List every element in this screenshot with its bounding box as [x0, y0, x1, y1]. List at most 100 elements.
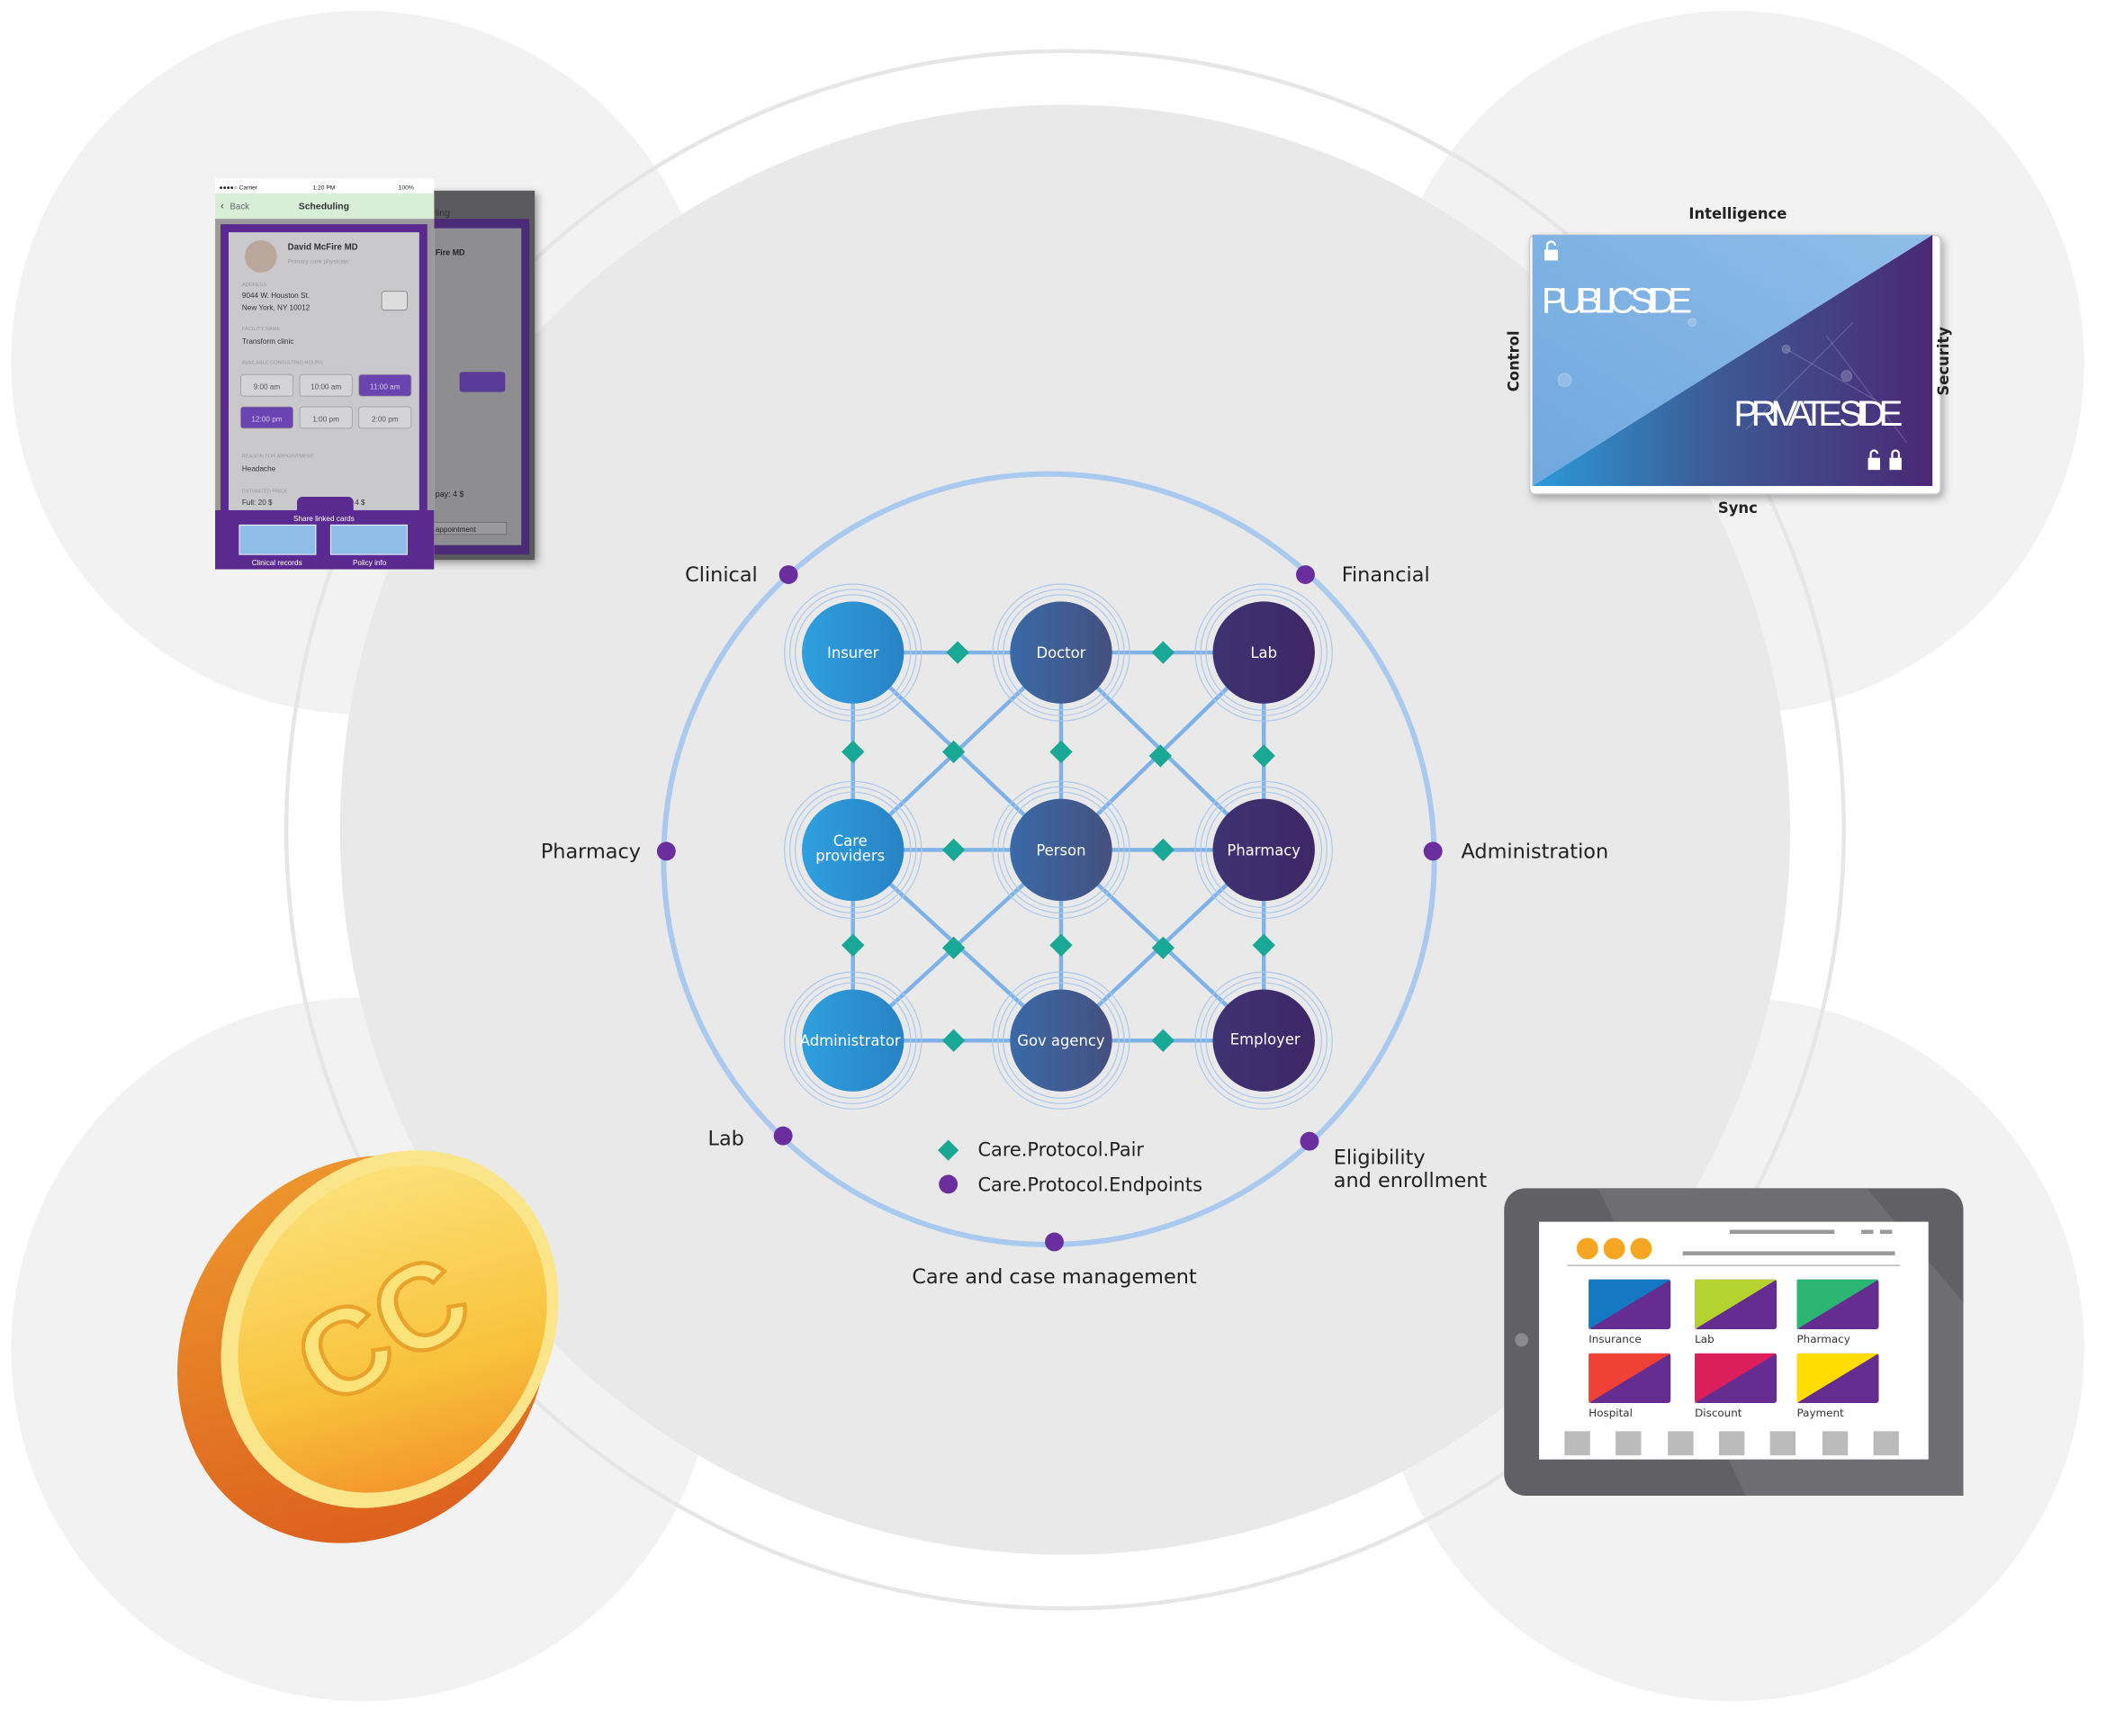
- node-halo: [788, 976, 917, 1104]
- tile-discount[interactable]: Discount: [1695, 1353, 1778, 1419]
- time-slot-label: 2:00 pm: [372, 415, 399, 423]
- policy-info-card[interactable]: Policy info: [329, 524, 408, 567]
- node-halo: [992, 971, 1130, 1110]
- endpoints: [656, 565, 1443, 1252]
- tablet-footer: [1564, 1431, 1899, 1456]
- price-pay: 4 $: [355, 499, 365, 507]
- status-battery: 100%: [399, 184, 414, 191]
- node-label: Lab: [1250, 644, 1277, 661]
- doctor-name: David McFire MD: [288, 242, 358, 252]
- pair-diamond: [1252, 933, 1275, 957]
- endpoint-administration: Administration: [1462, 840, 1609, 863]
- node-insurer[interactable]: Insurer: [784, 583, 922, 722]
- node-administrator[interactable]: Administrator: [784, 971, 922, 1110]
- node-halo: [992, 583, 1130, 722]
- phone-mockup: ling Fire MD pay: 4 $ appointment ●●●●○ …: [215, 178, 536, 570]
- chevron-left-icon: ‹: [220, 200, 224, 212]
- node-label: Person: [1036, 841, 1085, 859]
- time-slot[interactable]: 1:00 pm: [299, 406, 353, 429]
- node-halo: [1003, 791, 1120, 909]
- identity-card: PUBLIC SIDE PRIVATE SIDE Intelligence Sy…: [1506, 205, 1952, 517]
- clinical-records-card[interactable]: Clinical records: [238, 524, 317, 567]
- node-doctor[interactable]: Doctor: [992, 583, 1130, 722]
- node-label: Gov agency: [1017, 1032, 1105, 1049]
- node-halo: [794, 982, 912, 1099]
- node-halo: [1200, 976, 1328, 1104]
- time-slot[interactable]: 9:00 am: [240, 373, 293, 397]
- node-halo: [784, 780, 922, 920]
- node-gov-agency[interactable]: Gov agency: [992, 971, 1130, 1110]
- pair-diamond: [1151, 641, 1174, 664]
- node-halo: [1200, 589, 1328, 716]
- pair-diamond: [1049, 933, 1073, 957]
- legend-diamond-icon: [938, 1139, 959, 1161]
- endpoint-clinical: Clinical: [685, 563, 758, 587]
- endpoint-enrollment: and enrollment: [1334, 1169, 1488, 1192]
- status-time: 1:20 PM: [312, 184, 335, 191]
- back-button[interactable]: ‹ Back: [220, 200, 249, 212]
- node-label: Administrator: [800, 1032, 901, 1049]
- coin-icon: CC: [177, 1150, 559, 1543]
- tile-label: Pharmacy: [1797, 1333, 1850, 1345]
- unlock-icon: [1544, 240, 1558, 261]
- endpoint-dot: [1045, 1232, 1064, 1252]
- node-employer[interactable]: Employer: [1194, 971, 1333, 1110]
- card-label-sync: Sync: [1718, 499, 1758, 517]
- tile-lab[interactable]: Lab: [1695, 1279, 1778, 1345]
- endpoint-lab: Lab: [708, 1128, 744, 1151]
- pair-diamond: [1049, 740, 1073, 764]
- back-pay: pay: 4 $: [436, 490, 464, 499]
- endpoint-dot: [656, 841, 676, 861]
- node-pharmacy[interactable]: Pharmacy: [1194, 780, 1333, 920]
- node-halo: [1205, 791, 1322, 909]
- node-halo: [992, 780, 1130, 920]
- endpoint-dot: [1300, 1131, 1319, 1151]
- node-halo: [1194, 780, 1333, 920]
- reason-label: REASON FOR APPOINTMENT: [242, 454, 314, 460]
- status-carrier: ●●●●○ Carrier: [220, 184, 258, 191]
- pair-diamond: [941, 740, 966, 764]
- pair-diamond: [842, 740, 865, 764]
- back-appointment: appointment: [436, 526, 477, 534]
- tile-hospital[interactable]: Hospital: [1588, 1353, 1671, 1419]
- map-pin-icon[interactable]: [381, 291, 408, 311]
- endpoint-care-management: Care and case management: [912, 1265, 1197, 1289]
- tile-payment[interactable]: Payment: [1796, 1353, 1879, 1419]
- tile-pharmacy[interactable]: Pharmacy: [1796, 1279, 1879, 1345]
- address-line1: 9044 W. Houston St.: [242, 292, 310, 300]
- pair-diamond: [1151, 936, 1174, 959]
- back-title: ling: [436, 209, 450, 219]
- screen-title: Scheduling: [299, 202, 349, 212]
- node-halo: [1003, 982, 1120, 1099]
- share-linked-cards: Share linked cards: [293, 515, 355, 523]
- endpoint-eligibility: Eligibility: [1334, 1146, 1426, 1169]
- node-label: Employer: [1230, 1031, 1300, 1048]
- home-button[interactable]: [1515, 1333, 1529, 1347]
- card-label: Policy info: [353, 559, 387, 567]
- node-person[interactable]: Person: [992, 780, 1130, 920]
- node-lab[interactable]: Lab: [1194, 583, 1333, 722]
- pair-diamond: [1151, 1029, 1174, 1052]
- tile-label: Payment: [1797, 1407, 1845, 1419]
- endpoint-dot: [773, 1126, 793, 1146]
- price-full: Full: 20 $: [242, 499, 273, 507]
- card-label-intelligence: Intelligence: [1688, 205, 1786, 222]
- pair-diamond: [946, 641, 969, 664]
- node-halo: [1194, 971, 1333, 1110]
- pair-diamond: [1252, 744, 1275, 768]
- tile-insurance[interactable]: Insurance: [1588, 1279, 1671, 1345]
- node-halo: [1205, 982, 1322, 1099]
- time-slot[interactable]: 11:00 am: [358, 373, 412, 397]
- node-halo: [784, 583, 922, 722]
- card-label-control: Control: [1506, 330, 1523, 391]
- address-line2: New York, NY 10012: [242, 304, 310, 312]
- node-label: Care: [833, 832, 868, 850]
- legend-pair: Care.Protocol.Pair: [977, 1139, 1144, 1161]
- time-slot[interactable]: 12:00 pm: [240, 406, 293, 429]
- time-slot[interactable]: 10:00 am: [299, 373, 353, 397]
- card-label: Clinical records: [252, 559, 302, 567]
- time-slot[interactable]: 2:00 pm: [358, 406, 412, 429]
- phone-back-screen: ling Fire MD pay: 4 $ appointment: [427, 190, 536, 561]
